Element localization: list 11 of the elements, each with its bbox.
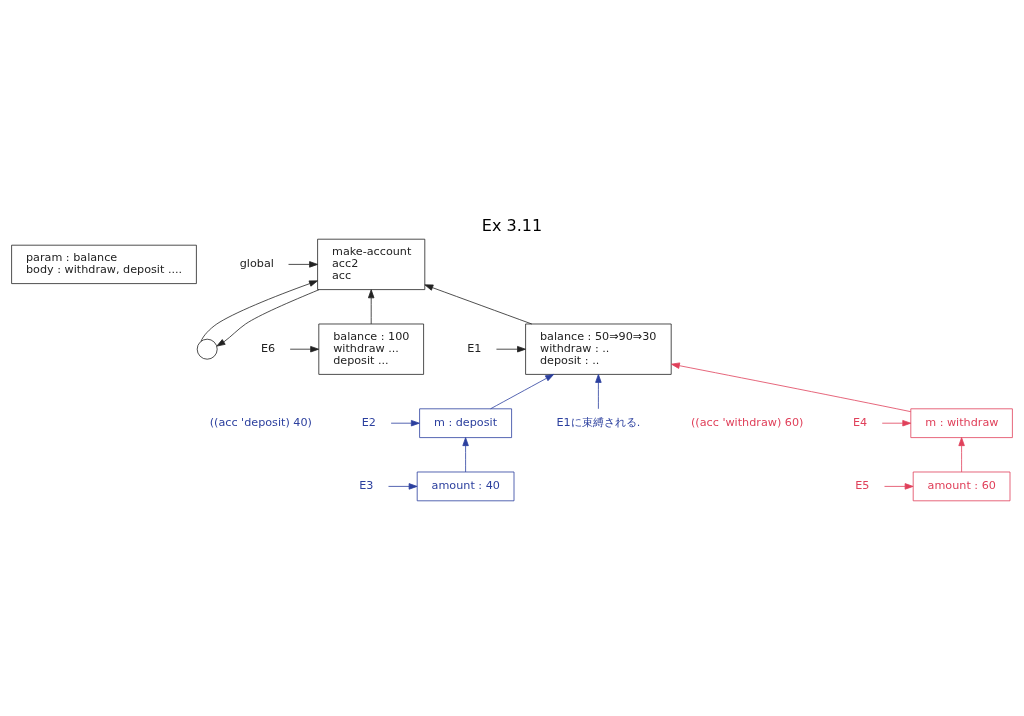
node-text: E4 bbox=[852, 416, 868, 430]
label: ((acc 'withdraw) 60) bbox=[690, 416, 804, 430]
diagram-title: Ex 3.11 bbox=[481, 216, 543, 236]
node-text: E3 bbox=[359, 479, 374, 493]
label: ((acc 'deposit) 40) bbox=[209, 416, 312, 430]
node-text: E6 bbox=[260, 342, 276, 356]
node-text: E2 bbox=[361, 416, 376, 430]
node-text: E5 bbox=[855, 479, 870, 493]
node-text: E1に束縛される. bbox=[556, 416, 641, 430]
node-text: E1 bbox=[467, 342, 482, 356]
node-text: global bbox=[239, 257, 274, 271]
